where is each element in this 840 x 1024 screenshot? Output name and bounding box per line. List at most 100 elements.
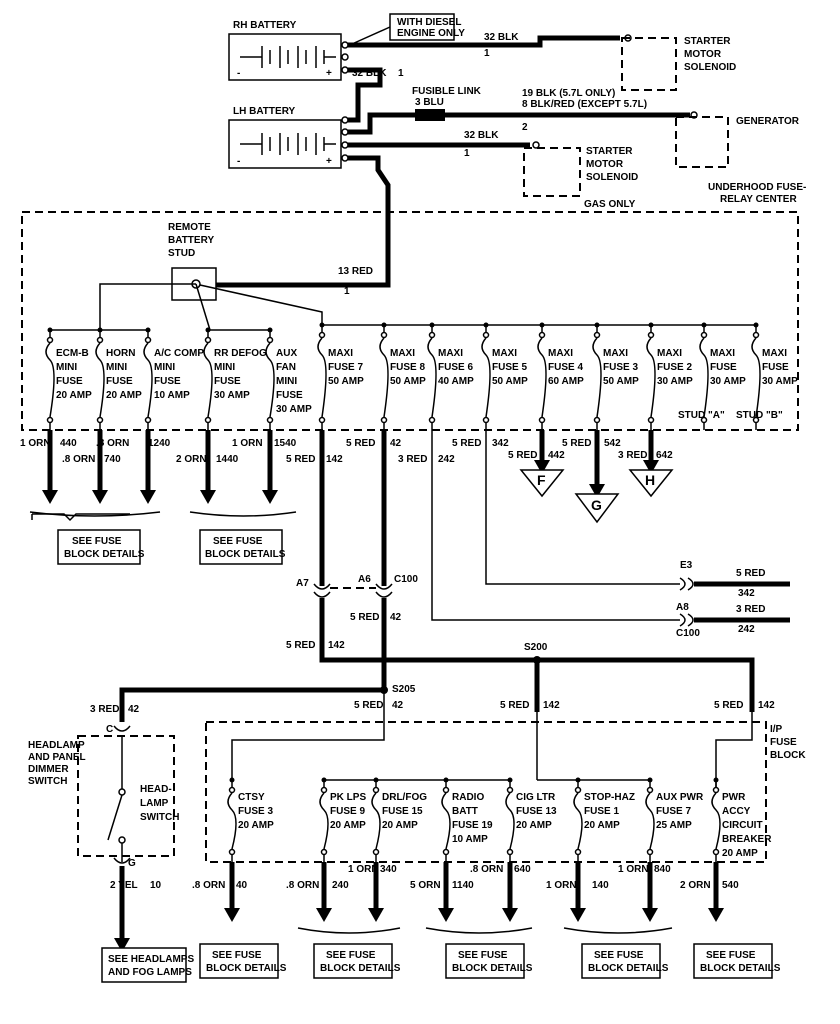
wire-circuit: 542	[604, 438, 621, 449]
starter-motor-gas: STARTER MOTOR SOLENOID GAS ONLY	[523, 146, 638, 210]
underhood-fuse-label: 50 AMP	[603, 376, 639, 387]
starter-label: SOLENOID	[586, 172, 638, 183]
underhood-fuse-relay-center	[21, 211, 799, 431]
ref-label: BLOCK DETAILS	[64, 549, 145, 560]
wire-label: 5 RED	[346, 438, 375, 449]
starter-motor-diesel: STARTER MOTOR SOLENOID	[621, 36, 736, 91]
gas-only-label: GAS ONLY	[584, 199, 636, 210]
ip-fuse-label: FUSE 1	[584, 806, 619, 817]
underhood-fuse-label: 60 AMP	[548, 376, 584, 387]
wire-label: 5 RED	[350, 612, 379, 623]
wire-label: 5 RED	[562, 438, 591, 449]
ip-fuse-label: RADIO	[452, 792, 484, 803]
underhood-fuse-label: ECM-B	[56, 348, 89, 359]
headlamps-ref	[101, 947, 187, 983]
wire-label: 5 ORN	[410, 880, 441, 891]
wire-circuit: 2	[522, 122, 528, 133]
wire-circuit: 142	[758, 700, 775, 711]
ip-block-label: BLOCK	[770, 750, 806, 761]
underhood-fuse-label: MINI	[276, 376, 297, 387]
underhood-fuse-label: MINI	[106, 362, 127, 373]
wire-circuit: 1440	[216, 454, 239, 465]
wire-remote-stud	[200, 155, 391, 288]
wire-label: .8 ORN	[62, 454, 95, 465]
ip-fuse-label: BATT	[452, 806, 478, 817]
starter-label: SOLENOID	[684, 62, 736, 73]
connector-h-label: H	[645, 472, 655, 488]
wire-label: 5 RED	[354, 700, 383, 711]
wire-circuit: 840	[654, 864, 671, 875]
ip-fuse-label: STOP-HAZ	[584, 792, 635, 803]
wire-label: 1 ORN	[546, 880, 577, 891]
wire-fusible	[348, 112, 415, 135]
underhood-fuse-label: 10 AMP	[154, 390, 190, 401]
underhood-fuse-label: 40 AMP	[438, 376, 474, 387]
ip-fuse-label: BREAKER	[722, 834, 772, 845]
remote-stud-label: BATTERY	[168, 235, 214, 246]
wire-label: 5 RED	[736, 568, 765, 579]
wire-circuit: 1140	[452, 880, 474, 891]
ip-fuse-label: FUSE 19	[452, 820, 493, 831]
wire-circuit: 142	[543, 700, 560, 711]
starter-label: STARTER	[684, 36, 731, 47]
wire-label: 19 BLK (5.7L ONLY)	[522, 88, 615, 99]
underhood-fuse-label: MAXI	[762, 348, 787, 359]
underhood-output-wire: 5 RED 42	[346, 438, 402, 449]
wire-circuit: 440	[60, 438, 77, 449]
fusible-link-symbol	[415, 109, 445, 121]
underhood-fuse-label: MINI	[56, 362, 77, 373]
rh-battery-neg: -	[237, 68, 240, 79]
generator-label: GENERATOR	[736, 116, 800, 127]
connector-a6-label: A6	[358, 574, 371, 585]
ip-fuse-label: 20 AMP	[516, 820, 552, 831]
ref-label: BLOCK DETAILS	[452, 963, 533, 974]
headlamp-label: SWITCH	[28, 776, 67, 787]
ip-fuse-label: FUSE 13	[516, 806, 557, 817]
underhood-fuse-label: MAXI	[657, 348, 682, 359]
underhood-fuse-label: FUSE	[214, 376, 241, 387]
wire-label: 5 RED	[286, 640, 315, 651]
wire-circuit: 1	[484, 48, 490, 59]
ref-label: SEE FUSE	[213, 536, 263, 547]
ip-output-wire: .8 ORN 640	[470, 862, 531, 922]
wire-circuit: 640	[514, 864, 531, 875]
underhood-fuse-label: 30 AMP	[657, 376, 693, 387]
wire-circuit: 42	[390, 438, 402, 449]
wire-label: 1 ORN	[618, 864, 649, 875]
lh-battery-label: LH BATTERY	[233, 106, 296, 117]
underhood-fuse-label: 30 AMP	[710, 376, 746, 387]
wire-label: .8 ORN	[286, 880, 319, 891]
wire-circuit: 1	[464, 148, 470, 159]
underhood-fuse-label: FUSE 5	[492, 362, 527, 373]
underhood-fuse-label: FUSE	[56, 376, 83, 387]
ip-fuse-label: ACCY	[722, 806, 751, 817]
wire-label: 3 RED	[90, 704, 119, 715]
ref-label: SEE FUSE	[706, 950, 756, 961]
underhood-fuse-label: FUSE 4	[548, 362, 583, 373]
ip-block-label: I/P	[770, 724, 783, 735]
underhood-fuse-label: FUSE 7	[328, 362, 363, 373]
underhood-fuse-label: MAXI	[438, 348, 463, 359]
wire-circuit: 142	[328, 640, 345, 651]
wire-label: .8 ORN	[470, 864, 503, 875]
wire-label: 5 RED	[508, 450, 537, 461]
rh-battery-pos: +	[326, 68, 332, 79]
